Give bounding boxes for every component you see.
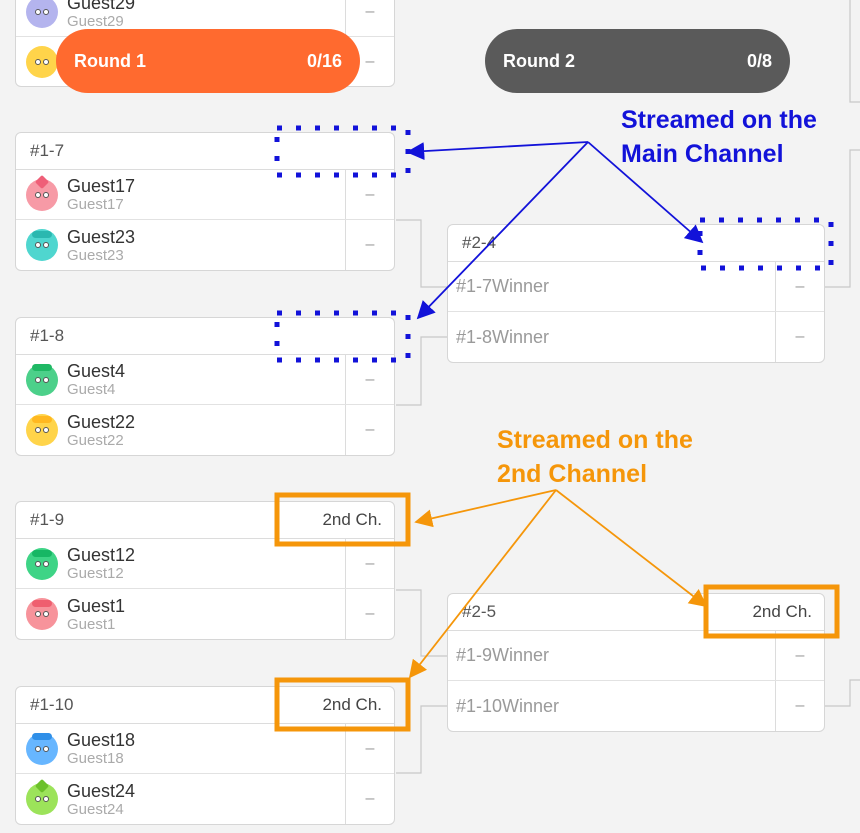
winner-placeholder: #1-9Winner <box>456 645 550 665</box>
player-row[interactable]: Guest23 Guest23 – <box>16 220 394 270</box>
avatar <box>26 46 58 78</box>
player-subname: Guest17 <box>67 196 124 213</box>
round-label: Round 2 <box>503 50 575 71</box>
player-name: Guest17 <box>67 176 136 196</box>
player-name: Guest23 <box>67 226 136 247</box>
avatar <box>26 414 58 446</box>
score-cell[interactable]: – <box>345 539 394 588</box>
channel-label: 2nd Ch. <box>752 602 812 621</box>
winner-placeholder: #1-10Winner <box>456 695 560 716</box>
player-name: Guest24 <box>67 780 136 801</box>
annotation-line: Streamed on the <box>497 426 693 454</box>
channel-label: 2nd Ch. <box>322 695 382 714</box>
main-channel-annotation: Streamed on the Main Channel <box>621 103 817 171</box>
player-row[interactable]: Guest24 Guest24 – <box>16 774 394 824</box>
score-cell[interactable]: – <box>345 0 394 36</box>
main-channel-arrows <box>406 141 704 320</box>
score-cell[interactable]: – <box>345 220 394 270</box>
player-subname: Guest22 <box>67 431 124 449</box>
player-name: Guest1 <box>67 595 126 616</box>
player-subname: Guest1 <box>67 615 116 633</box>
match-card-1-8[interactable]: #1-8 Guest4 Guest4 – Guest22 Guest22 – <box>15 317 395 456</box>
player-row[interactable]: Guest4 Guest4 – <box>16 355 394 405</box>
avatar <box>26 229 58 261</box>
player-name: Guest29 <box>67 0 136 13</box>
match-header: #2-5 2nd Ch. <box>448 594 824 631</box>
match-header: #1-7 <box>16 133 394 170</box>
player-row[interactable]: Guest12 Guest12 – <box>16 539 394 589</box>
winner-placeholder: #1-7Winner <box>456 276 550 296</box>
player-subname: Guest18 <box>67 750 124 767</box>
match-card-1-9[interactable]: #1-9 2nd Ch. Guest12 Guest12 – Guest1 Gu… <box>15 501 395 640</box>
winner-placeholder: #1-8Winner <box>456 326 550 347</box>
score-cell[interactable]: – <box>345 724 394 773</box>
player-row[interactable]: #1-9Winner – <box>448 631 824 681</box>
player-subname: Guest24 <box>67 800 124 818</box>
player-row[interactable]: Guest18 Guest18 – <box>16 724 394 774</box>
avatar <box>26 778 58 815</box>
second-channel-annotation: Streamed on the 2nd Channel <box>497 423 693 491</box>
match-card-2-5[interactable]: #2-5 2nd Ch. #1-9Winner – #1-10Winner – <box>447 593 825 732</box>
match-card-2-4[interactable]: #2-4 #1-7Winner – #1-8Winner – <box>447 224 825 363</box>
avatar <box>26 0 58 28</box>
second-channel-arrows <box>408 489 708 679</box>
score-cell[interactable]: – <box>345 774 394 824</box>
player-subname: Guest12 <box>67 565 124 582</box>
match-card-1-10[interactable]: #1-10 2nd Ch. Guest18 Guest18 – Guest24 … <box>15 686 395 825</box>
match-id: #2-5 <box>462 602 497 621</box>
player-subname: Guest4 <box>67 381 116 398</box>
avatar <box>26 547 58 580</box>
round-1-button[interactable]: Round 1 0/16 <box>56 29 360 93</box>
player-row[interactable]: Guest17 Guest17 – <box>16 170 394 220</box>
round-count: 0/8 <box>746 50 772 71</box>
match-card-1-7[interactable]: #1-7 Guest17 Guest17 – Guest23 Guest23 – <box>15 132 395 271</box>
score-cell[interactable]: – <box>345 355 394 404</box>
match-header: #1-10 2nd Ch. <box>16 687 394 724</box>
avatar <box>26 363 58 396</box>
score-cell[interactable]: – <box>345 170 394 219</box>
score-cell[interactable]: – <box>775 631 824 680</box>
player-row[interactable]: Guest1 Guest1 – <box>16 589 394 639</box>
player-name: Guest22 <box>67 411 136 432</box>
match-id: #1-10 <box>30 695 74 714</box>
channel-label: 2nd Ch. <box>322 510 382 529</box>
annotation-line: 2nd Channel <box>497 460 648 488</box>
score-cell[interactable]: – <box>345 589 394 639</box>
avatar <box>26 598 58 630</box>
round-2-button[interactable]: Round 2 0/8 <box>485 29 790 93</box>
score-cell[interactable]: – <box>345 405 394 455</box>
match-header: #1-9 2nd Ch. <box>16 502 394 539</box>
annotation-line: Main Channel <box>621 140 784 168</box>
player-name: Guest12 <box>67 545 136 565</box>
avatar <box>26 732 58 765</box>
match-id: #1-8 <box>30 326 65 345</box>
score-cell[interactable]: – <box>775 262 824 311</box>
player-name: Guest4 <box>67 361 126 381</box>
score-cell[interactable]: – <box>775 681 824 731</box>
second-channel-highlight <box>274 492 840 732</box>
player-row[interactable]: #1-8Winner – <box>448 312 824 362</box>
score-cell[interactable]: – <box>775 312 824 362</box>
annotation-line: Streamed on the <box>621 106 817 134</box>
player-subname: Guest23 <box>67 246 124 264</box>
player-subname: Guest29 <box>67 13 124 30</box>
match-header: #1-8 <box>16 318 394 355</box>
player-row[interactable]: #1-10Winner – <box>448 681 824 731</box>
round-label: Round 1 <box>74 50 146 71</box>
avatar <box>26 174 58 211</box>
round-count: 0/16 <box>306 50 342 71</box>
player-row[interactable]: #1-7Winner – <box>448 262 824 312</box>
player-row[interactable]: Guest22 Guest22 – <box>16 405 394 455</box>
match-id: #1-9 <box>30 510 65 529</box>
match-id: #1-7 <box>30 141 65 160</box>
player-name: Guest18 <box>67 730 136 750</box>
